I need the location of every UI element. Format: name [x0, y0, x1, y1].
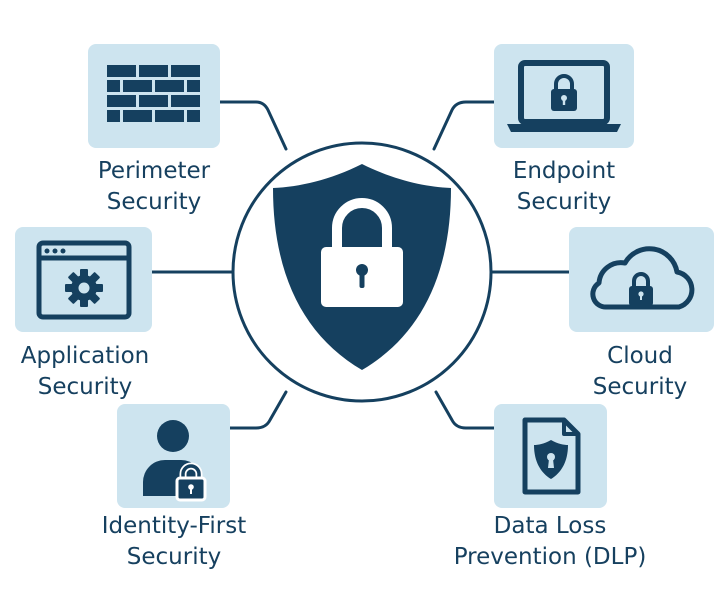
label-line: Cloud [607, 343, 673, 369]
connector-identity [228, 390, 288, 430]
app-window-gear-icon [36, 240, 132, 320]
label-line: Security [592, 374, 688, 400]
label-cloud-security: Cloud Security [560, 341, 720, 403]
tile-identity-first-security [117, 404, 230, 508]
label-line: Security [516, 189, 612, 215]
label-perimeter-security: Perimeter Security [62, 156, 246, 218]
label-line: Data Loss [493, 513, 607, 539]
connector-endpoint [432, 100, 496, 151]
tile-perimeter-security [88, 44, 220, 148]
label-identity-first-security: Identity-First Security [78, 511, 270, 573]
label-endpoint-security: Endpoint Security [472, 156, 656, 218]
tile-data-loss-prevention [494, 404, 607, 508]
cloud-lock-icon [590, 246, 695, 310]
shield-lock-icon [273, 164, 451, 370]
tile-endpoint-security [494, 44, 634, 148]
tile-application-security [15, 227, 152, 332]
user-lock-icon [143, 420, 207, 502]
connector-dlp [434, 390, 496, 430]
tile-cloud-security [569, 227, 714, 332]
label-line: Identity-First [101, 513, 247, 539]
connector-perimeter [218, 100, 288, 151]
label-line: Security [37, 374, 133, 400]
label-application-security: Application Security [0, 341, 170, 403]
label-data-loss-prevention: Data Loss Prevention (DLP) [430, 511, 670, 573]
label-line: Security [126, 544, 222, 570]
label-line: Perimeter [97, 158, 211, 184]
label-line: Security [106, 189, 202, 215]
document-shield-icon [522, 417, 581, 495]
label-line: Endpoint [512, 158, 616, 184]
firewall-icon [107, 65, 200, 122]
label-line: Application [20, 343, 150, 369]
laptop-lock-icon [507, 60, 621, 132]
label-line: Prevention (DLP) [453, 544, 647, 570]
